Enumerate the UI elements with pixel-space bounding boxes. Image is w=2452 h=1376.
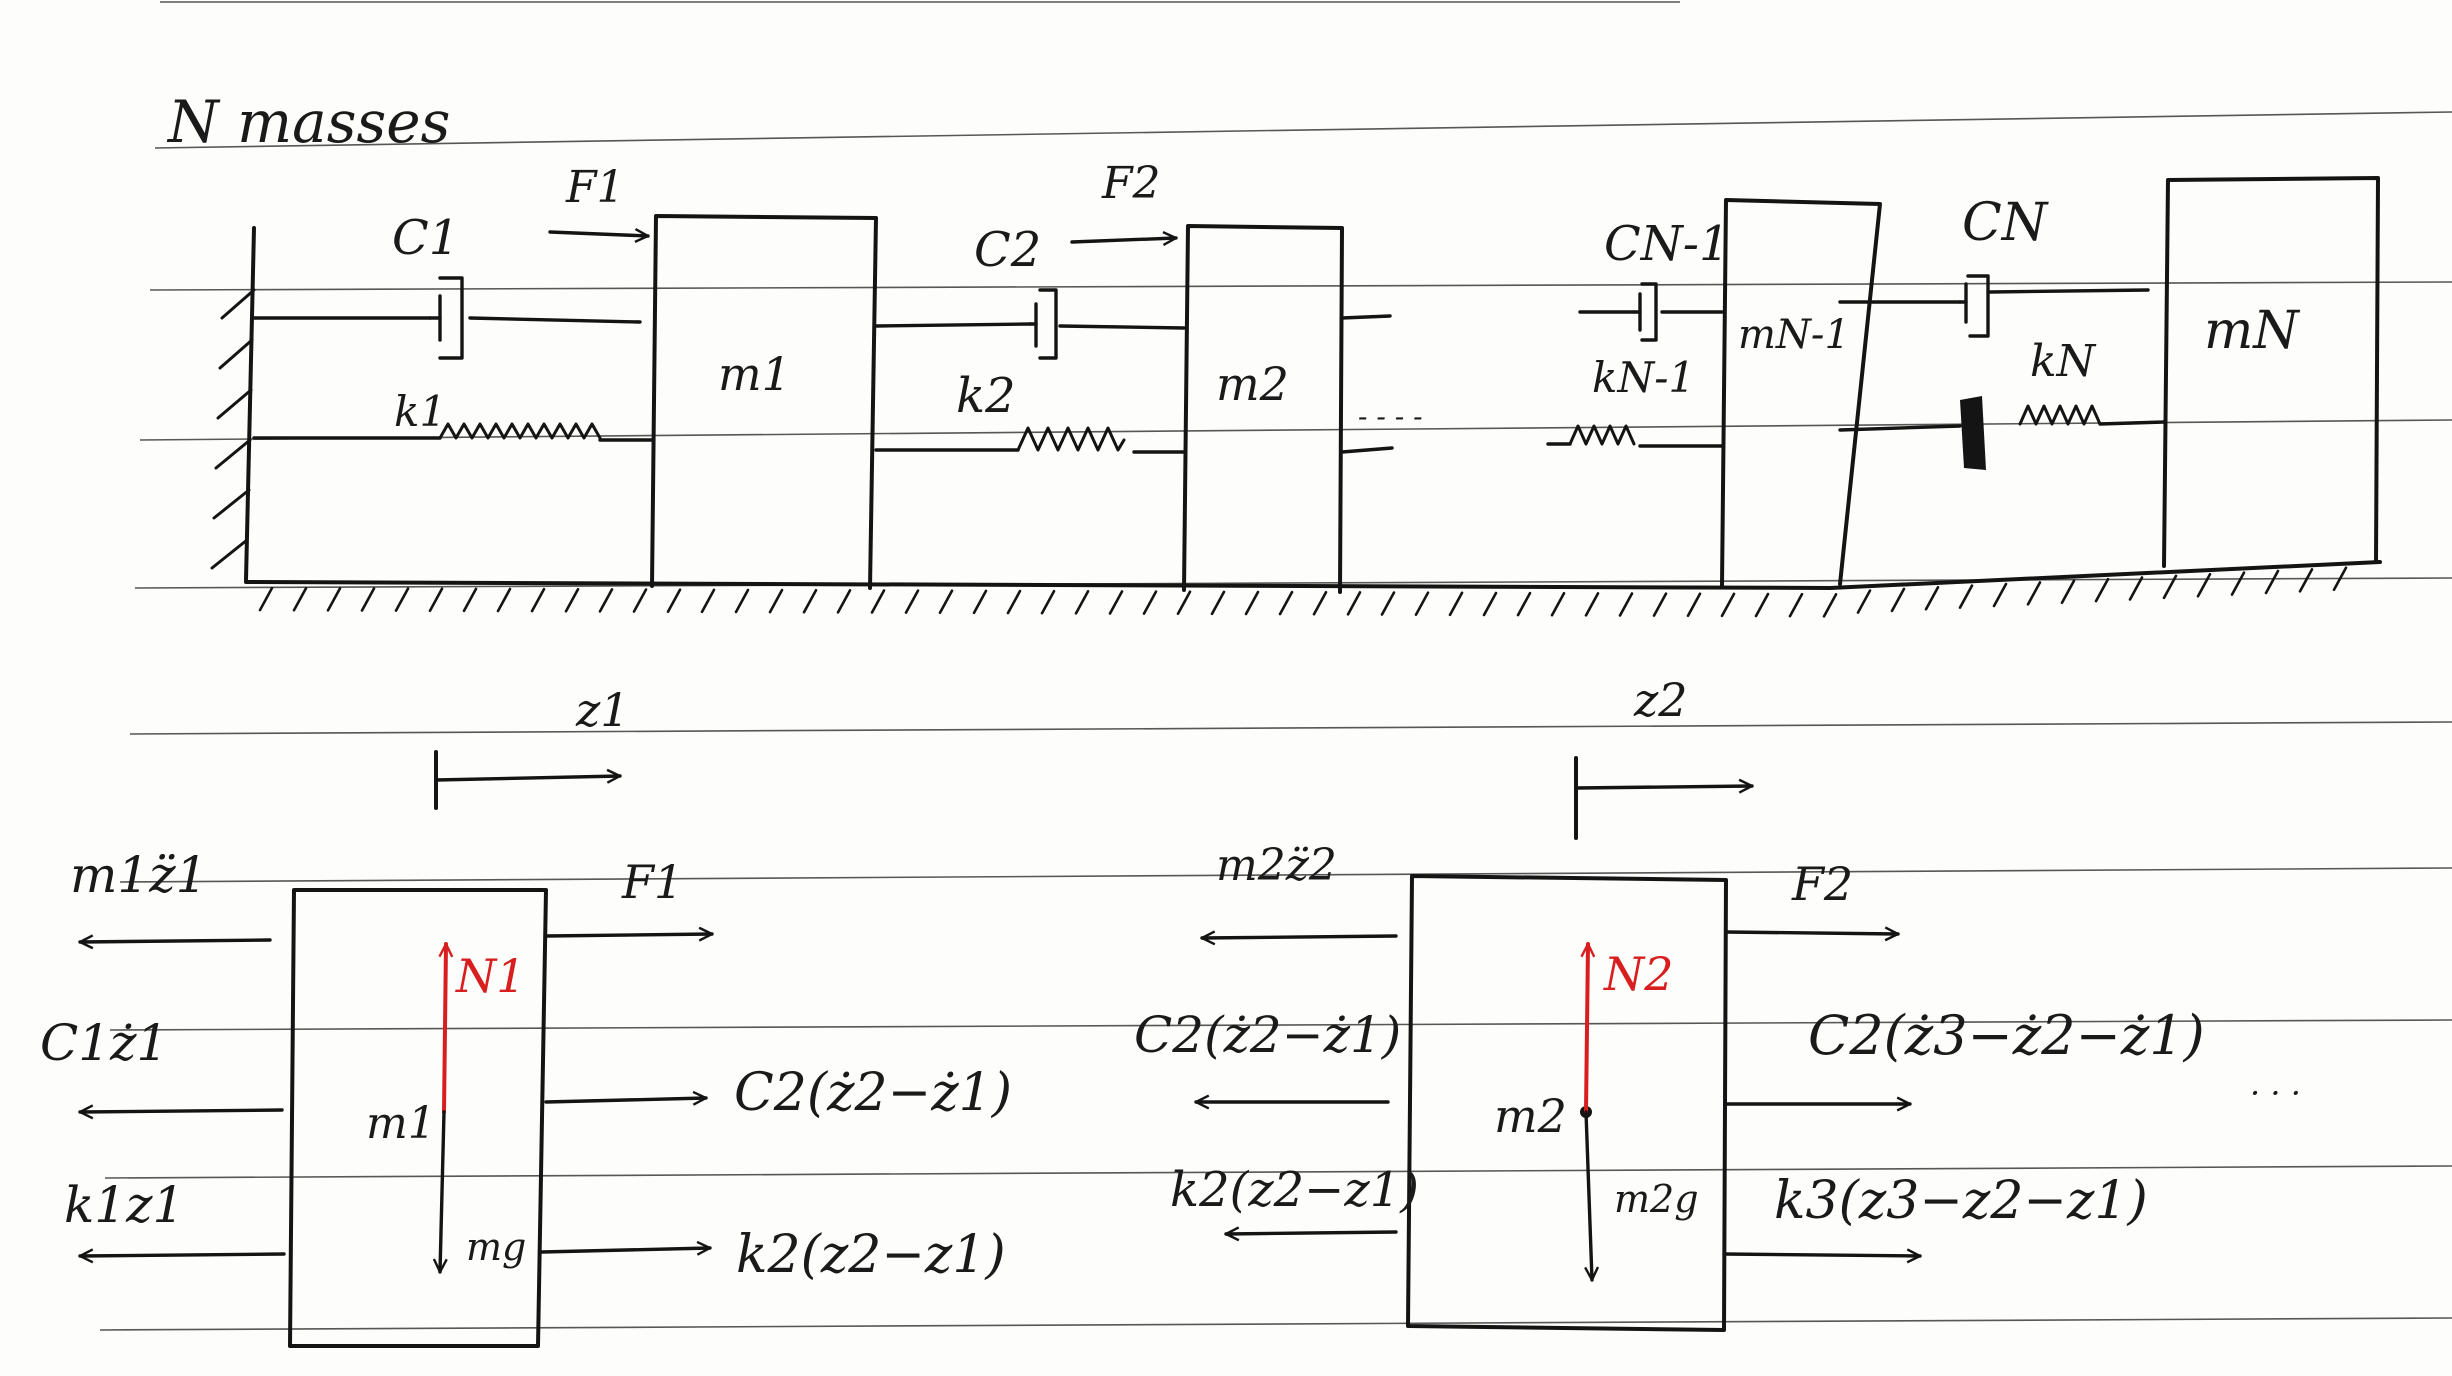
- damper-label-cn-1: CN-1: [1604, 216, 1729, 272]
- mass-block-n-1: [1720, 198, 1882, 588]
- fbd2-mass-block: [1406, 874, 1728, 1332]
- force-arrow-f2: [1070, 238, 1176, 242]
- spring-label-k2: k2: [956, 368, 1016, 424]
- ground-hatching: [258, 566, 2348, 618]
- damper-n: [1958, 274, 1990, 338]
- notebook-lines: [99, 1, 2452, 1331]
- mass-label-m2: m2: [1216, 357, 1289, 411]
- fbd2-left-force-3: k2(z2−z1): [1170, 1162, 1419, 1218]
- mass-block-n: [2162, 176, 2380, 568]
- trailing-ellipsis: · · ·: [2250, 1074, 2301, 1112]
- damper-2: [1028, 288, 1058, 360]
- fbd1-right-force-2: C2(ż2−ż1): [734, 1063, 1012, 1123]
- ellipsis: - - - -: [1358, 400, 1423, 433]
- fbd1-left-force-2: C1ż1: [40, 1014, 168, 1072]
- spring-2: [1016, 426, 1126, 452]
- system-schematic: [210, 176, 2382, 618]
- system-labels: F1 F2 C1 C2 CN-1 CN k1 k2 kN-1 kN m1 m2 …: [392, 158, 2300, 436]
- damper-label-cn: CN: [1962, 193, 2049, 253]
- fbd2-right-force-2: C2(ż3−ż2−ż1): [1808, 1004, 2205, 1067]
- fbd2-normal-label: N2: [1603, 947, 1674, 1001]
- page-title: N masses: [166, 88, 450, 156]
- wall-hatching: [210, 288, 256, 570]
- damper-label-c1: C1: [392, 210, 459, 266]
- damper-1: [428, 276, 464, 360]
- ink-blob: [1960, 396, 1986, 470]
- spring-label-kn: kN: [2030, 336, 2097, 387]
- fbd1-displacement-label: z1: [575, 683, 630, 737]
- fbd2-weight-label: m2g: [1614, 1177, 1699, 1221]
- fbd1-right-force-1: F1: [621, 855, 683, 909]
- force-arrow-f1: [548, 232, 648, 236]
- fbd2-displacement-label: z2: [1633, 673, 1688, 727]
- fbd1-normal-arrow: [444, 942, 446, 1114]
- force-label-f1: F1: [565, 162, 625, 213]
- fbd1-normal-label: N1: [455, 949, 526, 1003]
- fbd2-right-force-3: k3(z3−z2−z1): [1774, 1171, 2148, 1231]
- fbd2-left-force-2: C2(ż2−ż1): [1134, 1006, 1401, 1064]
- fbd1-mass-block: [288, 888, 548, 1348]
- damper-n-1: [1632, 282, 1658, 342]
- fbd2-mass-label: m2: [1494, 1089, 1567, 1143]
- wall: [244, 226, 256, 582]
- mass-block-1: [650, 214, 878, 590]
- fbd1-left-force-3: k1z1: [64, 1176, 184, 1234]
- fbd1-right-force-3: k2(z2−z1): [736, 1225, 1006, 1285]
- spring-1: [438, 422, 602, 440]
- fbd1-weight-label: mg: [466, 1225, 526, 1269]
- fbd1-left-force-1: m1z̈1: [70, 846, 207, 904]
- fbd1-mass-label: m1: [366, 1098, 436, 1149]
- fbd2-weight-arrow: [1586, 1110, 1592, 1280]
- fbd2-left-force-1: m2z̈2: [1216, 840, 1337, 891]
- spring-label-k1: k1: [394, 387, 446, 436]
- free-body-diagram-1: z1 m1 N1 mg F1 C2(ż2−ż1) k2(z2−z1) m1z̈1…: [40, 683, 1012, 1348]
- force-label-f2: F2: [1101, 158, 1161, 209]
- fbd1-weight-arrow: [440, 1110, 444, 1272]
- fbd2-normal-arrow: [1586, 942, 1588, 1114]
- mass-label-m1: m1: [718, 347, 791, 401]
- free-body-diagram-2: z2 m2 N2 m2g F2 C2(ż3−ż2−ż1) k3(z3−z2−z1…: [1134, 673, 2301, 1332]
- fbd2-right-force-1: F2: [1791, 857, 1853, 911]
- spring-label-kn-1: kN-1: [1592, 353, 1695, 402]
- spring-n: [2018, 404, 2102, 426]
- spring-n-1: [1568, 424, 1636, 446]
- mass-block-2: [1182, 224, 1344, 594]
- ground: [244, 560, 2382, 590]
- mass-label-mn: mN: [2204, 301, 2300, 361]
- mass-label-mn-1: mN-1: [1738, 312, 1850, 358]
- damper-label-c2: C2: [974, 222, 1041, 278]
